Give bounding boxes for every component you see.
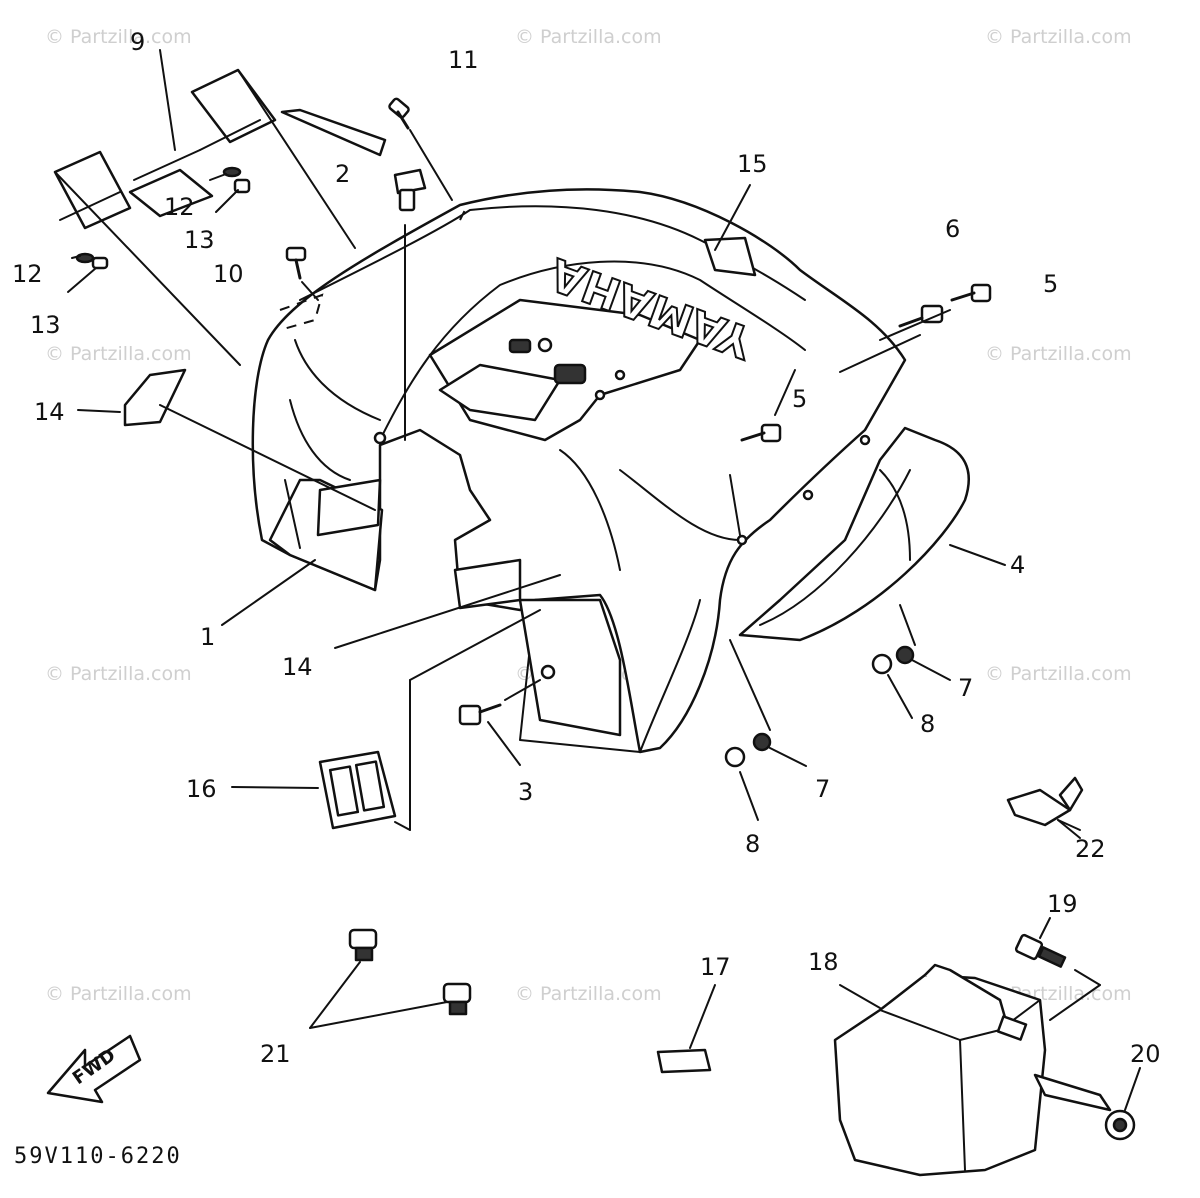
nut-20 xyxy=(1104,1067,1141,1141)
nuts-washers xyxy=(724,604,916,768)
emblem-plates xyxy=(123,368,561,649)
callout-22: 22 xyxy=(1075,835,1106,863)
watermark: © Partzilla.com xyxy=(515,26,662,48)
plugs-21 xyxy=(309,928,472,1029)
bolt-11 xyxy=(388,97,453,201)
callout-7: 7 xyxy=(958,674,973,702)
rear-guard xyxy=(738,426,1006,642)
callout-9: 9 xyxy=(130,28,145,56)
watermark: © Partzilla.com xyxy=(45,26,192,48)
bolt-5 xyxy=(879,283,992,341)
callout-5: 5 xyxy=(792,385,807,413)
diagram-code: 59V110-6220 xyxy=(14,1144,182,1169)
callout-21: 21 xyxy=(260,1040,291,1068)
callouts: 1 2 3 4 5 5 6 7 7 8 8 9 10 11 12 12 13 1… xyxy=(12,28,1161,1068)
callout-12: 12 xyxy=(12,260,43,288)
watermark: © Partzilla.com xyxy=(985,343,1132,365)
watermark: © Partzilla.com xyxy=(45,983,192,1005)
watermark: © Partzilla.com xyxy=(985,26,1132,48)
mount-guides xyxy=(279,209,466,331)
callout-14: 14 xyxy=(34,398,65,426)
callout-11: 11 xyxy=(448,46,479,74)
callout-18: 18 xyxy=(808,948,839,976)
callout-17: 17 xyxy=(700,953,731,981)
callout-1: 1 xyxy=(200,623,215,651)
watermark: © Partzilla.com xyxy=(515,983,662,1005)
clips xyxy=(67,166,251,293)
reflector-16 xyxy=(231,609,541,831)
callout-14: 14 xyxy=(282,653,313,681)
bolt-3 xyxy=(458,679,541,726)
watermark: © Partzilla.com xyxy=(985,663,1132,685)
watermark: © Partzilla.com xyxy=(45,343,192,365)
callout-5: 5 xyxy=(1043,270,1058,298)
callout-10: 10 xyxy=(213,260,244,288)
bolts xyxy=(285,97,992,726)
callout-16: 16 xyxy=(186,775,217,803)
label-15 xyxy=(703,184,757,277)
callout-2: 2 xyxy=(335,160,350,188)
callout-4: 4 xyxy=(1010,551,1025,579)
bolt-19 xyxy=(1014,917,1101,1021)
callout-6: 6 xyxy=(945,215,960,243)
bolt-5 xyxy=(729,369,796,536)
callout-12: 12 xyxy=(164,193,195,221)
callout-13: 13 xyxy=(184,226,215,254)
callout-20: 20 xyxy=(1130,1040,1161,1068)
callout-7: 7 xyxy=(815,775,830,803)
watermark: © Partzilla.com xyxy=(45,663,192,685)
fwd-arrow-icon: FWD xyxy=(46,1034,142,1104)
callout-3: 3 xyxy=(518,778,533,806)
pad-17 xyxy=(656,984,716,1074)
rear-fender: YAMAHA xyxy=(251,188,907,754)
callout-8: 8 xyxy=(920,710,935,738)
toolbox-18 xyxy=(833,963,1112,1177)
callout-8: 8 xyxy=(745,830,760,858)
callout-13: 13 xyxy=(30,311,61,339)
bracket-22 xyxy=(1006,776,1084,839)
decal-strips xyxy=(53,49,387,366)
callout-19: 19 xyxy=(1047,890,1078,918)
bolt-2 xyxy=(393,168,427,441)
leader-lines xyxy=(77,409,1081,831)
callout-15: 15 xyxy=(737,150,768,178)
